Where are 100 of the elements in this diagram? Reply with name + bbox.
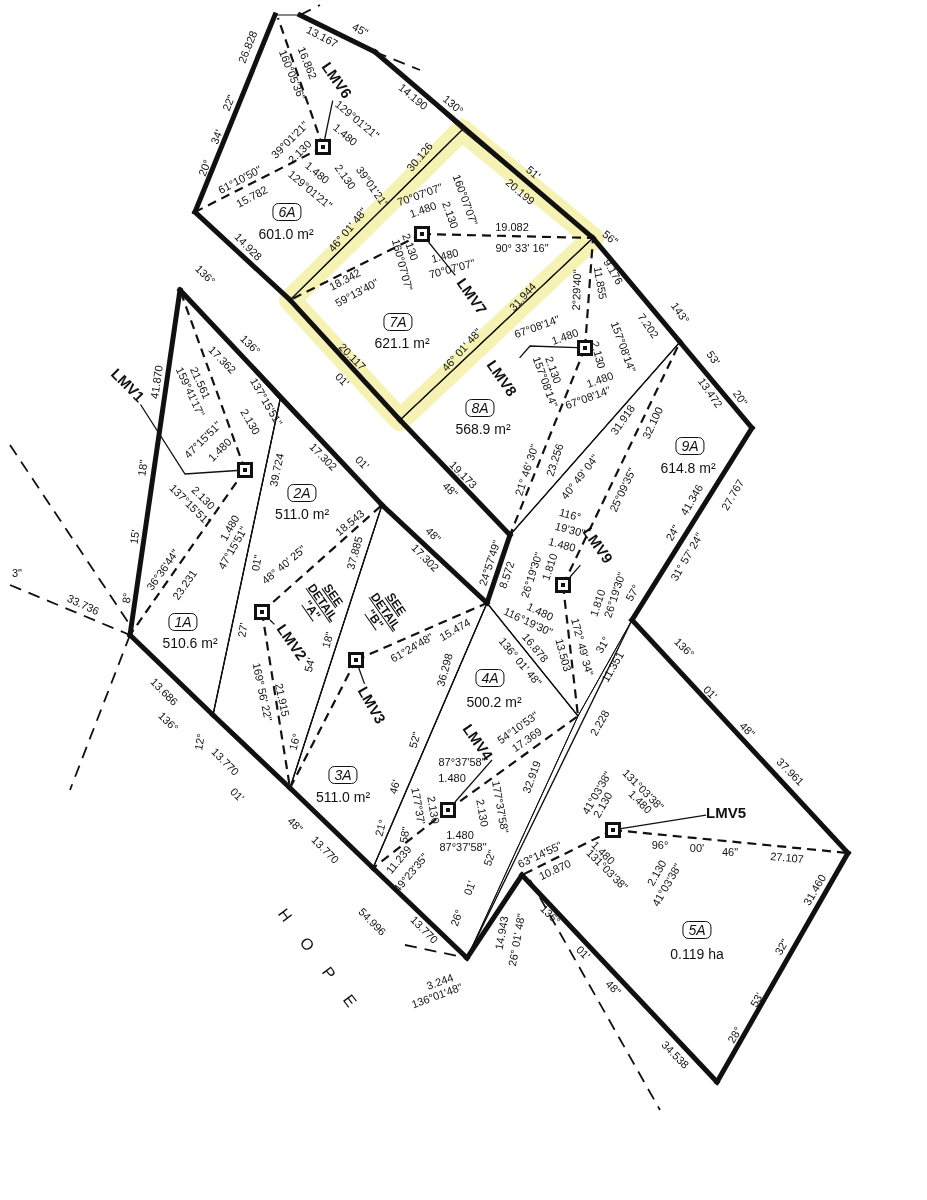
measurement-label: 21.915: [273, 682, 291, 718]
measurement-label: 01': [574, 944, 592, 962]
measurement-label: 143°: [668, 300, 692, 326]
measurement-label: 22": [220, 93, 238, 113]
measurement-label: 1.810: [540, 552, 560, 582]
survey-marker: [315, 139, 331, 155]
measurement-label: 136°: [238, 333, 262, 357]
survey-marker: [237, 462, 253, 478]
measurement-label: 01': [462, 879, 478, 897]
measurement-label: 1.480: [438, 772, 466, 784]
measurement-label: 177°37'58": [489, 779, 511, 835]
survey-marker: [555, 577, 571, 593]
lot-area: 510.6 m²: [162, 636, 218, 650]
measurement-label: 45": [350, 21, 370, 39]
lot-area: 511.0 m²: [315, 790, 371, 804]
measurement-label: 20": [730, 388, 750, 408]
measurement-label: 36.298: [435, 652, 455, 688]
measurement-label: 1.480: [446, 829, 474, 841]
lot-area: 614.8 m²: [660, 461, 716, 475]
measurement-label: 32.919: [521, 759, 543, 795]
measurement-label: 46° 01' 48": [440, 326, 484, 374]
measurement-label: 136°: [193, 263, 217, 287]
measurement-label: 20°: [196, 158, 214, 178]
measurement-label: 01': [701, 684, 719, 702]
measurement-label: 136°: [538, 903, 562, 927]
measurement-label: 2.130: [474, 798, 490, 828]
measurement-label: 19.082: [495, 221, 529, 233]
measurement-label: 39.724: [268, 452, 286, 488]
measurement-label: 48": [737, 720, 757, 740]
measurement-label: 01': [353, 454, 371, 472]
leader-line: [620, 814, 707, 830]
survey-marker: [254, 604, 270, 620]
lot-area: 500.2 m²: [466, 695, 522, 709]
survey-marker: [605, 822, 621, 838]
measurement-label: 1.480: [547, 536, 577, 554]
measurement-label: 52": [407, 730, 423, 750]
measurement-label: 136°: [156, 710, 180, 734]
measurement-label: 16°: [287, 732, 303, 752]
measurement-label: 21°: [373, 818, 389, 838]
measurement-label: 90° 33' 16": [495, 242, 549, 254]
measurement-label: 58": [398, 826, 412, 844]
measurement-label: 37.885: [345, 535, 365, 571]
measurement-label: 177°37': [409, 786, 427, 826]
measurement-label: 18": [320, 630, 336, 650]
measurement-label: 31°: [594, 635, 612, 655]
survey-marker: [577, 340, 593, 356]
measurement-label: 51': [523, 164, 543, 182]
measurement-label: 48": [285, 815, 305, 835]
measurement-label: 46': [387, 778, 403, 796]
measurement-label: 169° 56' 22": [250, 661, 274, 723]
measurement-label: 53': [704, 348, 722, 368]
measurement-label: 13.503: [553, 637, 573, 673]
leader-line: [518, 345, 578, 359]
lot-area: 568.9 m²: [455, 422, 511, 436]
leader-line: [358, 667, 366, 685]
measurement-label: 130°: [440, 93, 466, 117]
measurement-label: 136°: [672, 636, 696, 660]
measurement-label: 57°: [624, 583, 642, 603]
measurement-label: 15': [128, 529, 142, 545]
measurement-label: 41.870: [149, 364, 165, 400]
marker-label: LMV5: [706, 804, 746, 820]
measurement-label: 12°: [193, 732, 207, 752]
leader-line: [139, 403, 238, 475]
lot-area: 511.0 m²: [274, 507, 330, 521]
measurement-label: 01': [228, 786, 246, 804]
measurement-label: 14.943: [493, 915, 511, 951]
measurement-label: 27.107: [769, 851, 805, 865]
leader-line: [427, 241, 456, 276]
measurement-label: 3": [12, 567, 22, 579]
leader-line: [569, 564, 582, 578]
measurement-label: 23.256: [544, 442, 566, 478]
measurement-label: 46° 01' 48": [326, 206, 370, 254]
measurement-label: 8°: [120, 592, 134, 604]
measurement-label: 48": [423, 525, 443, 545]
lot-area: 0.119 ha: [670, 947, 724, 961]
measurement-label: 48": [603, 978, 623, 998]
measurement-label: 8.572: [497, 560, 517, 590]
measurement-label: 96°: [651, 839, 669, 851]
measurement-label: 18": [136, 459, 150, 477]
survey-marker: [348, 652, 364, 668]
leader-line: [269, 619, 276, 626]
measurement-label: 28°: [726, 1025, 744, 1045]
measurement-label: 26°: [449, 908, 465, 928]
survey-marker: [440, 802, 456, 818]
measurement-label: 27': [236, 622, 250, 638]
lot-area: 621.1 m²: [374, 336, 430, 350]
measurement-label: 21° 46' 30": [513, 443, 541, 497]
measurement-label: 116°: [558, 506, 582, 524]
measurement-label: 56": [600, 228, 620, 248]
measurement-label: 32": [773, 937, 791, 957]
measurement-label: 34': [209, 128, 225, 146]
measurement-label: 00': [689, 842, 705, 854]
measurement-label: 24": [664, 523, 682, 543]
leader-line: [324, 100, 334, 140]
measurement-label: 46": [721, 846, 739, 858]
measurement-label: 26.828: [236, 29, 260, 65]
measurement-label: 01': [333, 371, 351, 389]
measurement-label: 2°29'40": [570, 269, 584, 311]
leader-line: [454, 759, 493, 803]
measurement-label: 53': [748, 991, 766, 1009]
